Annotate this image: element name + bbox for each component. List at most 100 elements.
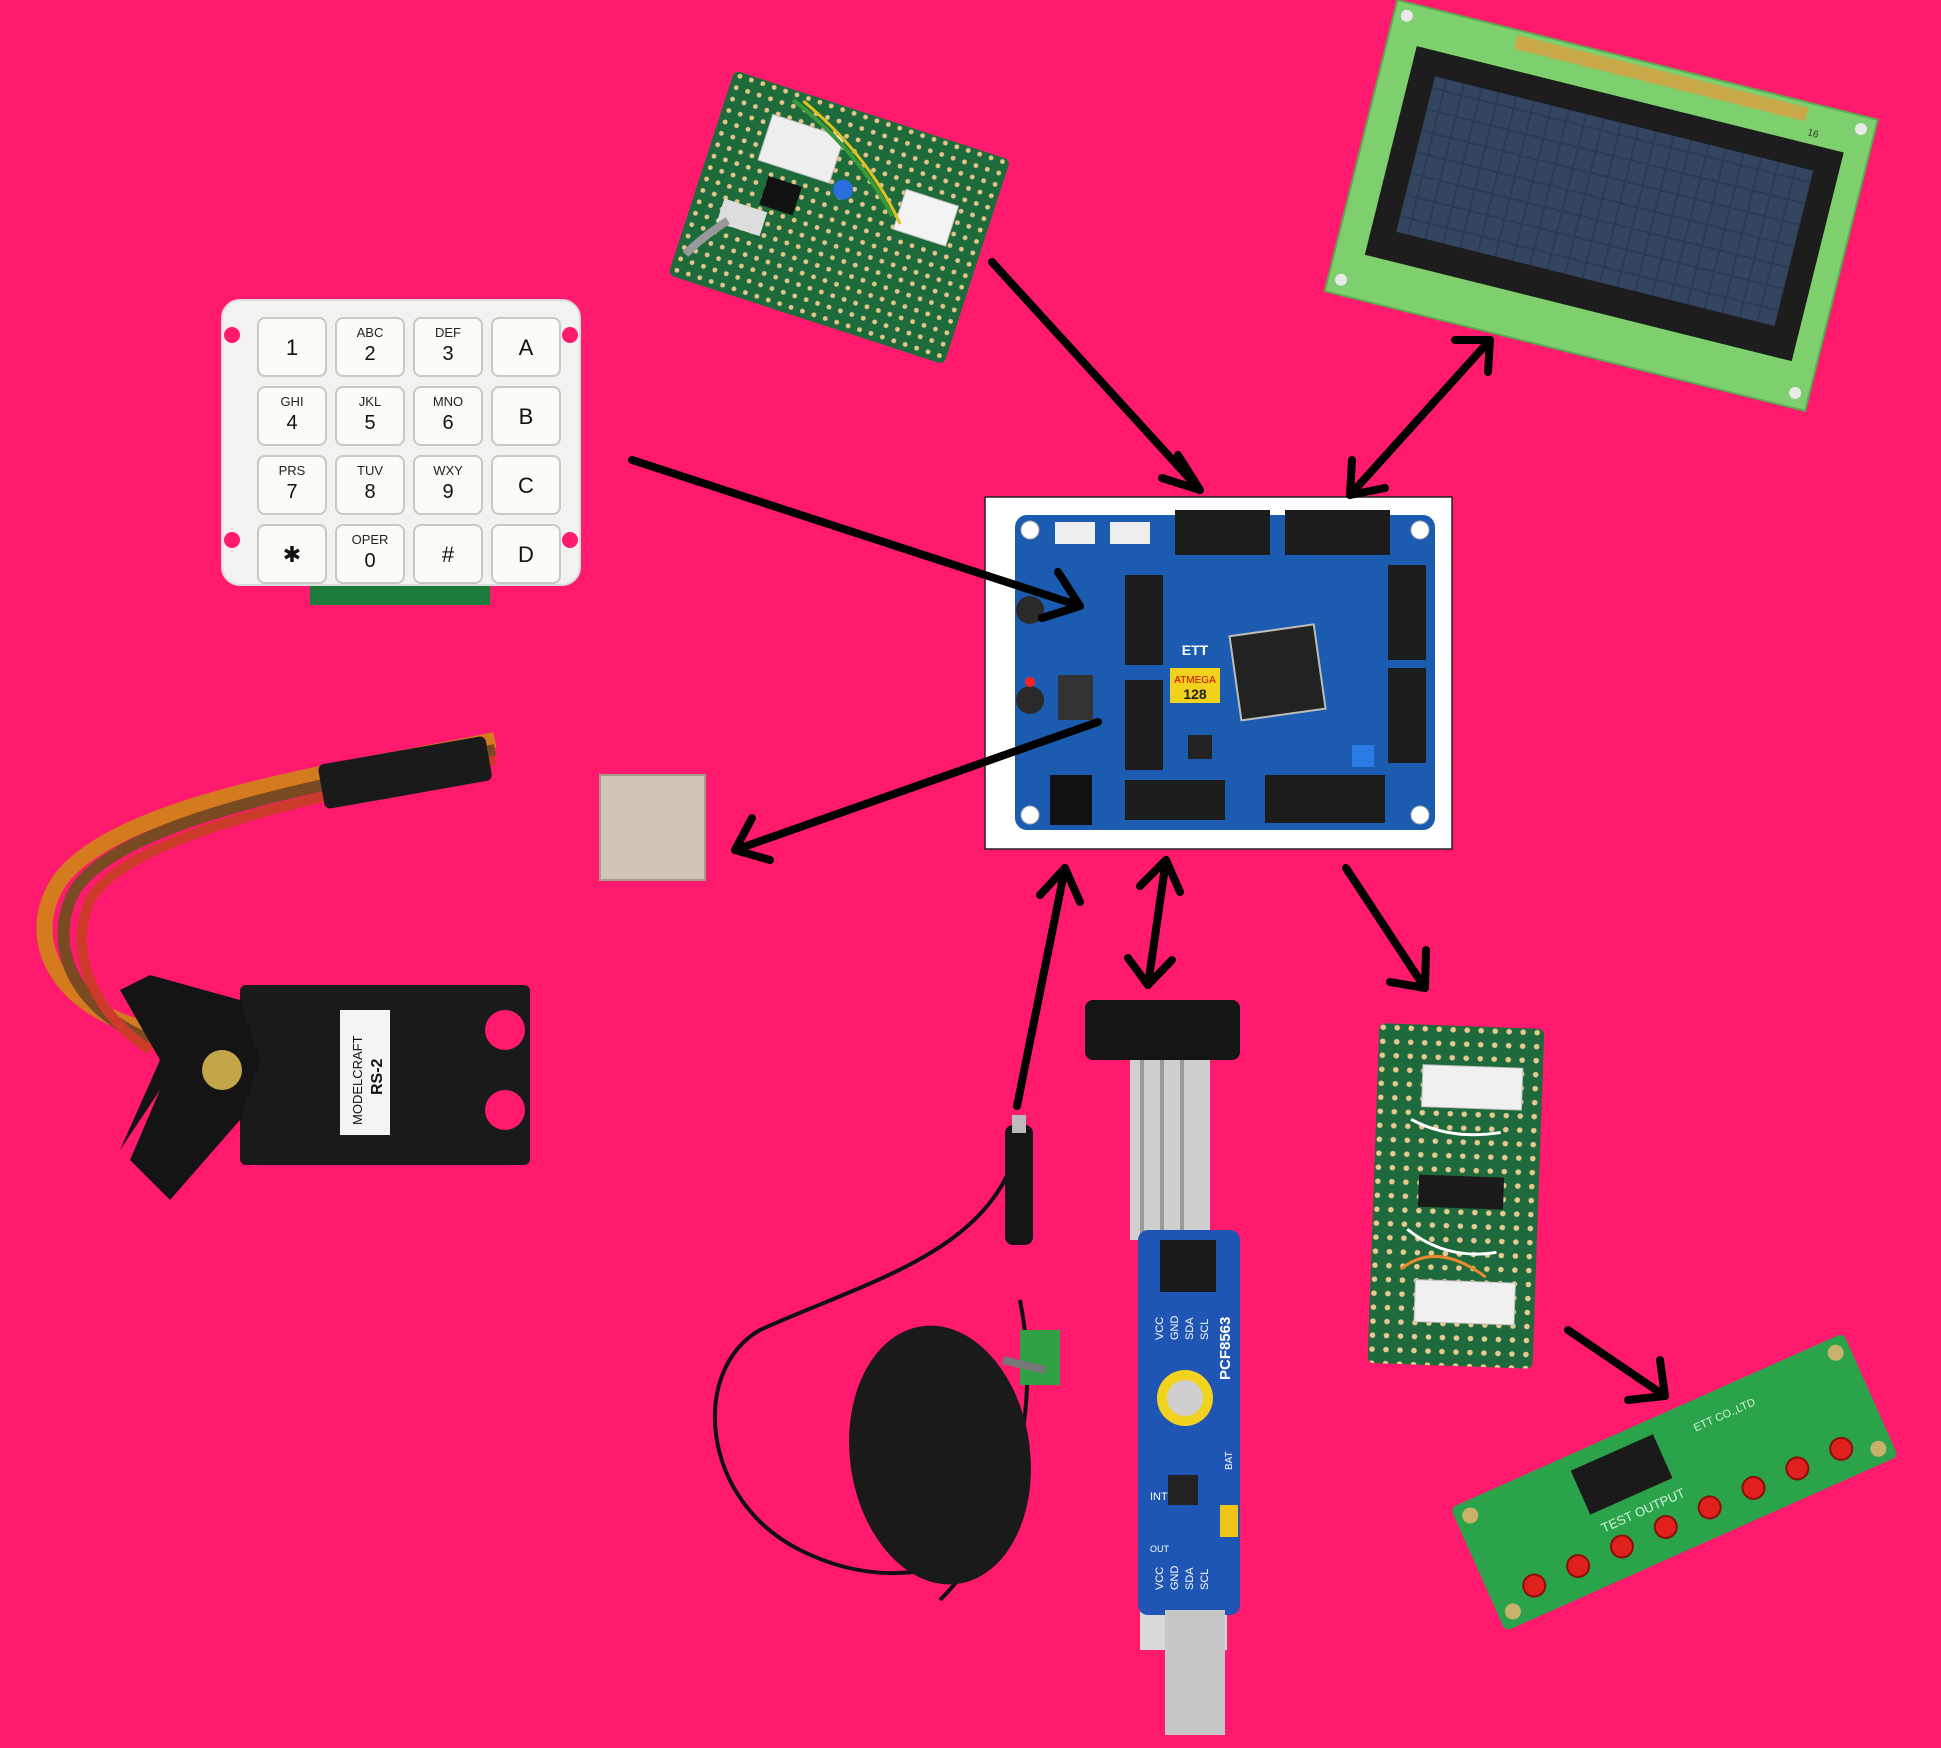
arrow-mcu-lcd-head-end [1451, 336, 1494, 376]
keypad-key-digit: 6 [442, 412, 453, 434]
keypad-key[interactable]: JKL 5 [335, 386, 405, 446]
led-indicator [1566, 1554, 1591, 1579]
led-test-board: TEST OUTPUT ETT CO.,LTD [1452, 1334, 1897, 1630]
keypad-key[interactable]: ✱ [257, 524, 327, 584]
keypad-key-letters: OPER [352, 532, 389, 547]
keypad-key-digit: D [518, 542, 534, 567]
keypad-key[interactable]: A [491, 317, 561, 377]
keypad-key[interactable]: 1 [257, 317, 327, 377]
keypad-key-letters: MNO [433, 394, 463, 409]
arrow-driver-to-led [1564, 1326, 1669, 1400]
keypad-key[interactable]: ABC 2 [335, 317, 405, 377]
keypad-key-cap [413, 455, 483, 515]
lcd-module: 16 [1323, 0, 1879, 413]
servo-brand: MODELCRAFT [350, 1035, 365, 1125]
keypad-key-cap [257, 317, 327, 377]
keypad-key-letters: PRS [279, 463, 306, 478]
arrow-keypad-to-mcu [628, 456, 1084, 610]
keypad-key[interactable]: DEF 3 [413, 317, 483, 377]
rtc-pin-label-bottom: GND [1169, 1566, 1181, 1591]
rtc-out-label: OUT [1150, 1544, 1170, 1554]
keypad-key-digit: 2 [364, 343, 375, 365]
keypad-key[interactable]: D [491, 524, 561, 584]
arrow-mcu-rtc-head-start [1136, 856, 1184, 896]
driver-perfboard [1367, 1023, 1545, 1369]
keypad-key-cap [413, 386, 483, 446]
mcu-logo: ETT [1182, 642, 1209, 658]
rtc-pin-label-top: VCC [1154, 1317, 1166, 1340]
mcu-board: ATMEGA 128 ETT [984, 496, 1453, 850]
arrow-mcu-to-servo-head [731, 814, 774, 864]
keypad-key-cap [257, 524, 327, 584]
keypad-key-letters: DEF [435, 325, 461, 340]
arrow-mcu-lcd-head-start [1346, 456, 1389, 499]
rtc-pin-label-bottom: VCC [1154, 1567, 1166, 1590]
keypad-key-cap [491, 317, 561, 377]
keypad-key-cap [335, 455, 405, 515]
arrow-power-to-mcu-head [1036, 864, 1084, 906]
keypad-key-digit: B [519, 404, 534, 429]
mcu-chip-model: 128 [1183, 686, 1207, 702]
keypad-key[interactable]: # [413, 524, 483, 584]
keypad-key-digit: 7 [286, 481, 297, 503]
keypad-key-cap [335, 317, 405, 377]
arrow-sensor-to-mcu [988, 258, 1204, 494]
rtc-pin-label-bottom: SCL [1199, 1569, 1211, 1590]
keypad-key-digit: 8 [364, 481, 375, 503]
led-indicator [1829, 1436, 1854, 1461]
keypad-key[interactable]: MNO 6 [413, 386, 483, 446]
rtc-pin-label-top: SDA [1184, 1317, 1196, 1340]
servo-model: RS-2 [369, 1058, 386, 1095]
keypad-key[interactable]: OPER 0 [335, 524, 405, 584]
rtc-pin-label-bottom: SDA [1184, 1567, 1196, 1590]
keypad-key-digit: ✱ [283, 542, 301, 567]
keypad-key-digit: 3 [442, 343, 453, 365]
keypad-key-digit: # [442, 542, 455, 567]
lcd-pin-header [1514, 35, 1809, 122]
servo-motor: MODELCRAFT RS-2 [36, 732, 706, 1200]
arrow-mcu-lcd [1346, 336, 1494, 499]
keypad-key-cap [413, 317, 483, 377]
keypad-key-digit: 0 [364, 550, 375, 572]
keypad-key-cap [413, 524, 483, 584]
arrow-driver-to-led-head [1624, 1356, 1669, 1404]
keypad-key-digit: 4 [286, 412, 297, 434]
keypad-key-cap [335, 524, 405, 584]
power-adapter [712, 1115, 1060, 1602]
keypad-key-cap [257, 386, 327, 446]
keypad-key[interactable]: C [491, 455, 561, 515]
arrow-mcu-to-servo [731, 718, 1102, 854]
keypad-key-digit: 5 [364, 412, 375, 434]
keypad-key-letters: JKL [359, 394, 381, 409]
keypad-key[interactable]: B [491, 386, 561, 446]
keypad-key-digit: A [519, 335, 534, 360]
keypad-key[interactable]: GHI 4 [257, 386, 327, 446]
arrow-mcu-to-driver-head [1386, 946, 1430, 992]
rtc-pin-label-top: SCL [1199, 1319, 1211, 1340]
keypad-key-letters: ABC [357, 325, 384, 340]
led-indicator [1785, 1456, 1810, 1481]
rtc-int-label: INT [1150, 1491, 1168, 1503]
arrow-mcu-to-driver [1342, 864, 1429, 992]
connection-arrows [628, 258, 1669, 1404]
keypad-key[interactable]: PRS 7 [257, 455, 327, 515]
keypad-key-digit: C [518, 473, 534, 498]
arrow-mcu-rtc-head-end [1124, 954, 1176, 989]
keypad-key-cap [491, 455, 561, 515]
keypad-key-cap [491, 524, 561, 584]
keypad-key-cap [491, 386, 561, 446]
arrow-power-to-mcu [1013, 864, 1069, 1110]
keypad-key-letters: GHI [280, 394, 303, 409]
arrow-keypad-to-mcu-head [1038, 568, 1084, 622]
rtc-bat-label: BAT [1224, 1451, 1235, 1470]
sensor-perfboard [669, 71, 1009, 363]
led-indicator [1697, 1495, 1722, 1520]
keypad-key-letters: TUV [357, 463, 383, 478]
rtc-chip-label: PCF8563 [1217, 1317, 1234, 1380]
arrow-sensor-to-mcu-head [1158, 451, 1204, 494]
keypad-key[interactable]: TUV 8 [335, 455, 405, 515]
led-indicator [1609, 1534, 1634, 1559]
